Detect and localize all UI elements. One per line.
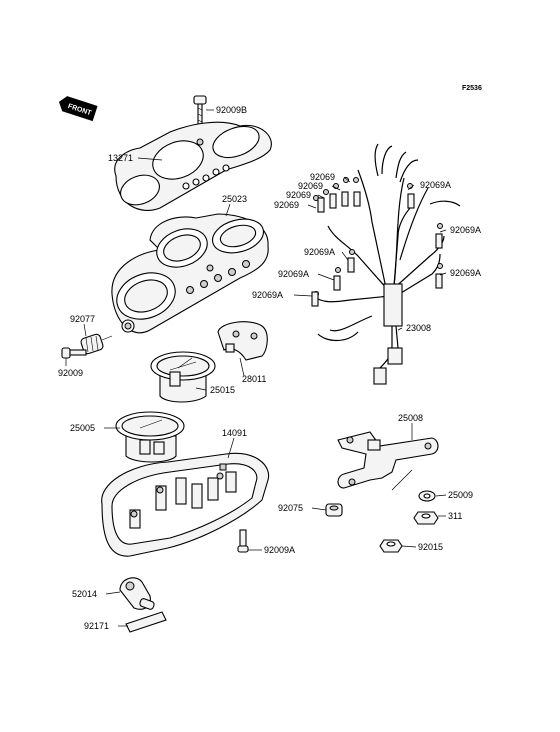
holder-28011: [217, 321, 268, 361]
nut-311: [413, 511, 439, 525]
callout-25008: 25008: [398, 413, 423, 423]
callout-23008: 23008: [406, 323, 431, 333]
callout-25005: 25005: [70, 423, 95, 433]
damper-92075: [325, 503, 343, 517]
callout-92069-2: 92069: [298, 181, 323, 191]
callout-labels: 92009B 13271 25023 92069 92069 92069 920…: [58, 105, 481, 631]
figure-code: F2536: [462, 85, 482, 92]
wire-harness-23008: [311, 143, 461, 385]
callout-92069a-4: 92069A: [304, 247, 335, 257]
knob-92077: [80, 333, 113, 355]
meter-assembly-25023: [111, 213, 269, 334]
callout-13271: 13271: [108, 153, 133, 163]
callout-92069a-1: 92069A: [420, 180, 451, 190]
callout-25009: 25009: [448, 490, 473, 500]
gauge-25005: [115, 411, 185, 463]
callout-92075: 92075: [278, 503, 303, 513]
screw-92009: [61, 347, 87, 359]
callout-14091: 14091: [222, 428, 247, 438]
screw-92009a: [237, 529, 249, 553]
nut-92015: [379, 539, 403, 553]
callout-92009a: 92009A: [264, 545, 295, 555]
callout-92009: 92009: [58, 368, 83, 378]
screw-92009b: [193, 95, 207, 129]
bracket-25008: [337, 431, 439, 489]
callout-92069a-6: 92069A: [252, 290, 283, 300]
callout-92069a-3: 92069A: [450, 268, 481, 278]
meter-cover-13271: [114, 121, 272, 211]
socket-52014: [119, 577, 155, 610]
callout-92069-3: 92069: [286, 190, 311, 200]
callout-25023: 25023: [222, 194, 247, 204]
washer-25009: [418, 490, 436, 502]
callout-52014: 52014: [72, 589, 97, 599]
callout-92069a-2: 92069A: [450, 225, 481, 235]
callout-92077: 92077: [70, 314, 95, 324]
callout-92009b: 92009B: [216, 105, 247, 115]
callout-92015: 92015: [418, 542, 443, 552]
callout-92069-1: 92069: [310, 172, 335, 182]
callout-25015: 25015: [210, 385, 235, 395]
front-arrow-badge: FRONT: [58, 96, 98, 122]
callout-92069a-5: 92069A: [278, 269, 309, 279]
lower-case-14091: [101, 452, 270, 557]
callout-28011: 28011: [242, 374, 266, 384]
callout-311: 311: [448, 511, 462, 521]
gauge-25015: [150, 351, 216, 403]
callout-92171: 92171: [84, 621, 109, 631]
clamp-92171: [125, 611, 167, 633]
callout-92069-4: 92069: [274, 200, 299, 210]
leader-lines: [65, 109, 447, 627]
